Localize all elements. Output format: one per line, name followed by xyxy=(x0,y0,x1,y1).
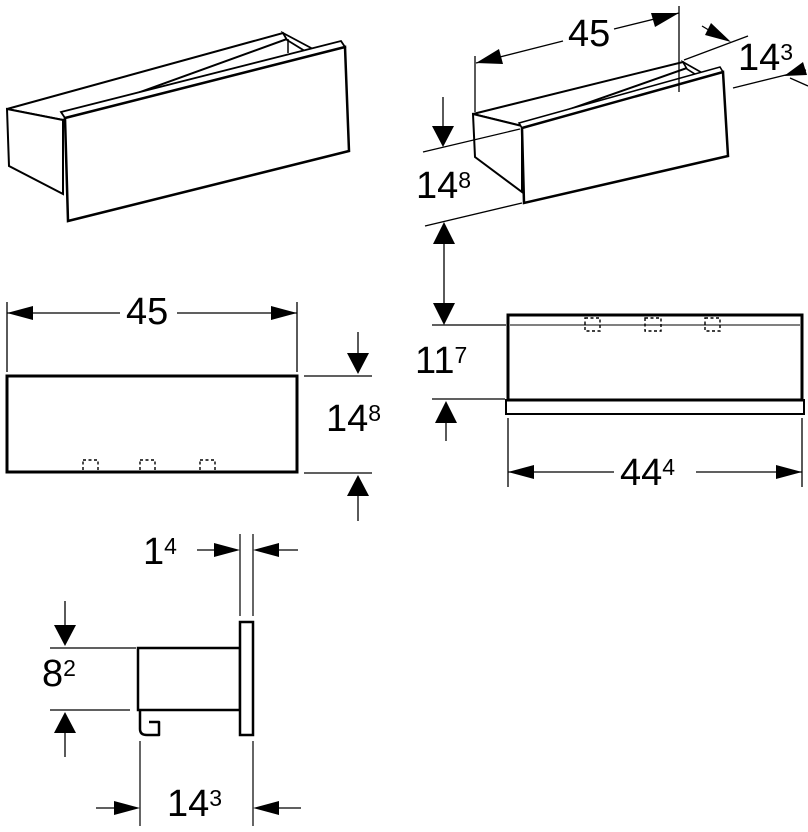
dim-value: 14 xyxy=(416,165,459,207)
dim-label-back-width: 444 xyxy=(620,454,675,492)
dim-label-iso-depth: 143 xyxy=(738,39,793,77)
dim-iso-width-arrow-left xyxy=(476,49,503,64)
dim-iso-depth-arrow-lower xyxy=(784,62,807,76)
front-view-outline xyxy=(5,374,299,474)
dim-label-profile-height: 82 xyxy=(42,655,76,693)
dim-superscript: 4 xyxy=(164,533,177,559)
dim-value: 8 xyxy=(42,653,64,695)
front-view-hole-left xyxy=(82,459,99,473)
iso-view-dimensioned xyxy=(422,6,808,244)
dim-superscript: 4 xyxy=(662,454,676,480)
dim-profile-thickness-arrow-right xyxy=(253,543,279,557)
front-view-hole-center xyxy=(139,459,156,473)
dim-profile-height-arrow-down xyxy=(54,625,76,646)
dim-iso-height-ext-top xyxy=(422,128,521,153)
dim-value: 14 xyxy=(738,37,781,79)
front-view xyxy=(5,302,372,521)
dim-profile-thickness-arrow-left xyxy=(214,543,240,557)
dim-profile-depth-arrow-right xyxy=(253,801,279,815)
dim-front-height-arrow-down xyxy=(347,353,369,374)
dim-back-width-arrow-right xyxy=(776,465,802,479)
dim-iso-width-arrow-right xyxy=(651,13,679,27)
dim-iso-depth-tail-lower xyxy=(789,77,808,87)
dim-back-height-arrow-down xyxy=(433,303,455,325)
iso-view-plain xyxy=(5,30,351,223)
dim-superscript: 2 xyxy=(63,655,76,681)
dim-value: 45 xyxy=(126,291,169,333)
dim-front-width-arrow-right xyxy=(271,306,297,320)
iso-front-panel xyxy=(63,45,351,223)
dim-superscript: 7 xyxy=(454,342,468,368)
dim-value: 14 xyxy=(167,783,210,825)
dim-value: 1 xyxy=(143,531,165,573)
back-view-hole-center xyxy=(644,317,662,332)
dim-superscript: 3 xyxy=(780,39,794,65)
dim-value: 44 xyxy=(620,452,663,494)
back-view-hole-left xyxy=(584,317,601,332)
dim-label-profile-depth: 143 xyxy=(167,785,222,823)
dim-back-width-arrow-left xyxy=(508,465,534,479)
dim-label-profile-thickness: 14 xyxy=(143,533,177,571)
iso-left-end-cap xyxy=(5,107,64,196)
dim-front-width-arrow-left xyxy=(7,306,33,320)
dim-iso-height-arrow-up xyxy=(433,222,455,244)
profile-front-panel-bar xyxy=(238,620,255,737)
dim-profile-depth-arrow-left xyxy=(114,801,140,815)
dim-value: 14 xyxy=(326,398,369,440)
dim-superscript: 8 xyxy=(368,400,382,426)
iso2-left-end-cap xyxy=(471,112,523,194)
dim-iso-depth-ext-back xyxy=(683,35,749,61)
back-view-bottom-strip xyxy=(505,399,805,415)
profile-hook xyxy=(138,710,161,737)
dim-superscript: 3 xyxy=(209,785,223,811)
back-view xyxy=(432,303,805,487)
iso2-front-panel xyxy=(520,70,730,205)
dim-superscript: 8 xyxy=(458,167,472,193)
dim-label-front-height: 148 xyxy=(326,400,381,438)
back-view-outline xyxy=(506,313,804,402)
dim-label-back-height: 117 xyxy=(415,342,467,380)
dim-iso-depth-arrow-upper xyxy=(705,23,731,42)
dim-label-iso-height: 148 xyxy=(416,167,471,205)
dim-value: 11 xyxy=(415,340,455,382)
back-view-hole-right xyxy=(704,317,721,332)
dim-profile-height-arrow-up xyxy=(54,712,76,733)
front-view-hole-right xyxy=(199,459,216,473)
dim-iso-height-arrow-down xyxy=(432,126,454,147)
profile-view xyxy=(50,534,301,826)
profile-body xyxy=(136,646,242,712)
dim-label-iso-width: 45 xyxy=(568,15,610,53)
dim-value: 45 xyxy=(568,13,611,55)
dim-back-height-arrow-up xyxy=(435,401,457,423)
dim-front-height-arrow-up xyxy=(347,475,369,496)
dim-label-front-width: 45 xyxy=(126,293,168,331)
dim-iso-height-ext-bottom xyxy=(424,202,523,227)
